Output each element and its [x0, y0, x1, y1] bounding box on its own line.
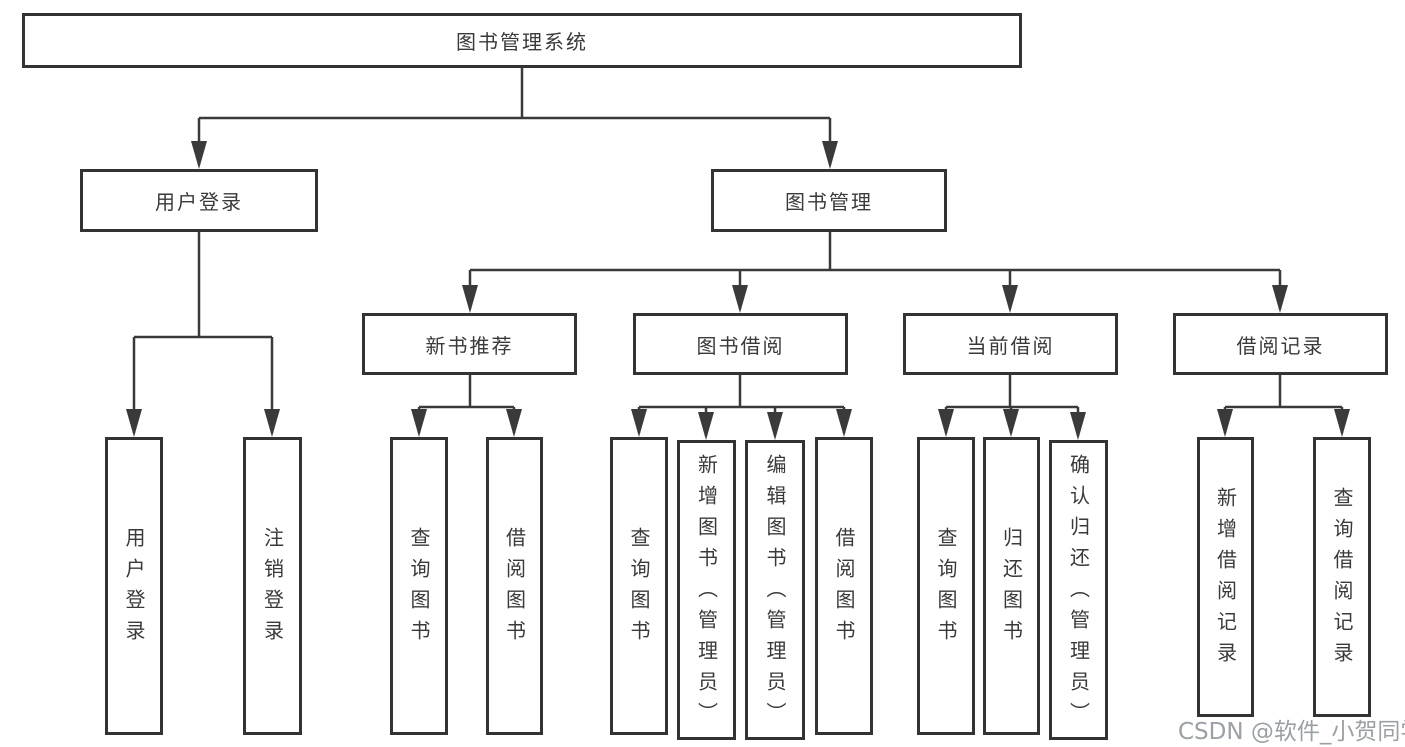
leaf-query-books-recommend: 查询图书: [390, 437, 448, 735]
leaf-query-borrow-record: 查询借阅记录: [1313, 437, 1371, 717]
node-user-login: 用户登录: [80, 169, 318, 232]
node-book-management: 图书管理: [711, 169, 947, 232]
leaf-borrow-books: 借阅图书: [815, 437, 873, 735]
node-library-management-system: 图书管理系统: [22, 13, 1022, 68]
leaf-edit-books-admin: 编辑图书（管理员）: [745, 440, 805, 740]
arrowheads: [126, 141, 1350, 440]
node-book-borrow: 图书借阅: [633, 313, 848, 375]
csdn-watermark: CSDN @软件_小贺同学: [1178, 719, 1405, 745]
node-borrow-records: 借阅记录: [1173, 313, 1388, 375]
leaf-borrow-books-recommend: 借阅图书: [486, 437, 543, 735]
leaf-add-books-admin: 新增图书（管理员）: [677, 440, 736, 740]
node-new-book-recommend: 新书推荐: [362, 313, 577, 375]
leaf-query-books-borrow: 查询图书: [610, 437, 668, 735]
node-current-borrow: 当前借阅: [903, 313, 1118, 375]
leaf-confirm-return-admin: 确认归还（管理员）: [1049, 440, 1108, 740]
leaf-logout: 注销登录: [243, 437, 302, 735]
leaf-user-login: 用户登录: [105, 437, 163, 735]
leaf-query-books-current: 查询图书: [917, 437, 975, 735]
leaf-add-borrow-record: 新增借阅记录: [1197, 437, 1254, 717]
leaf-return-books: 归还图书: [983, 437, 1040, 735]
